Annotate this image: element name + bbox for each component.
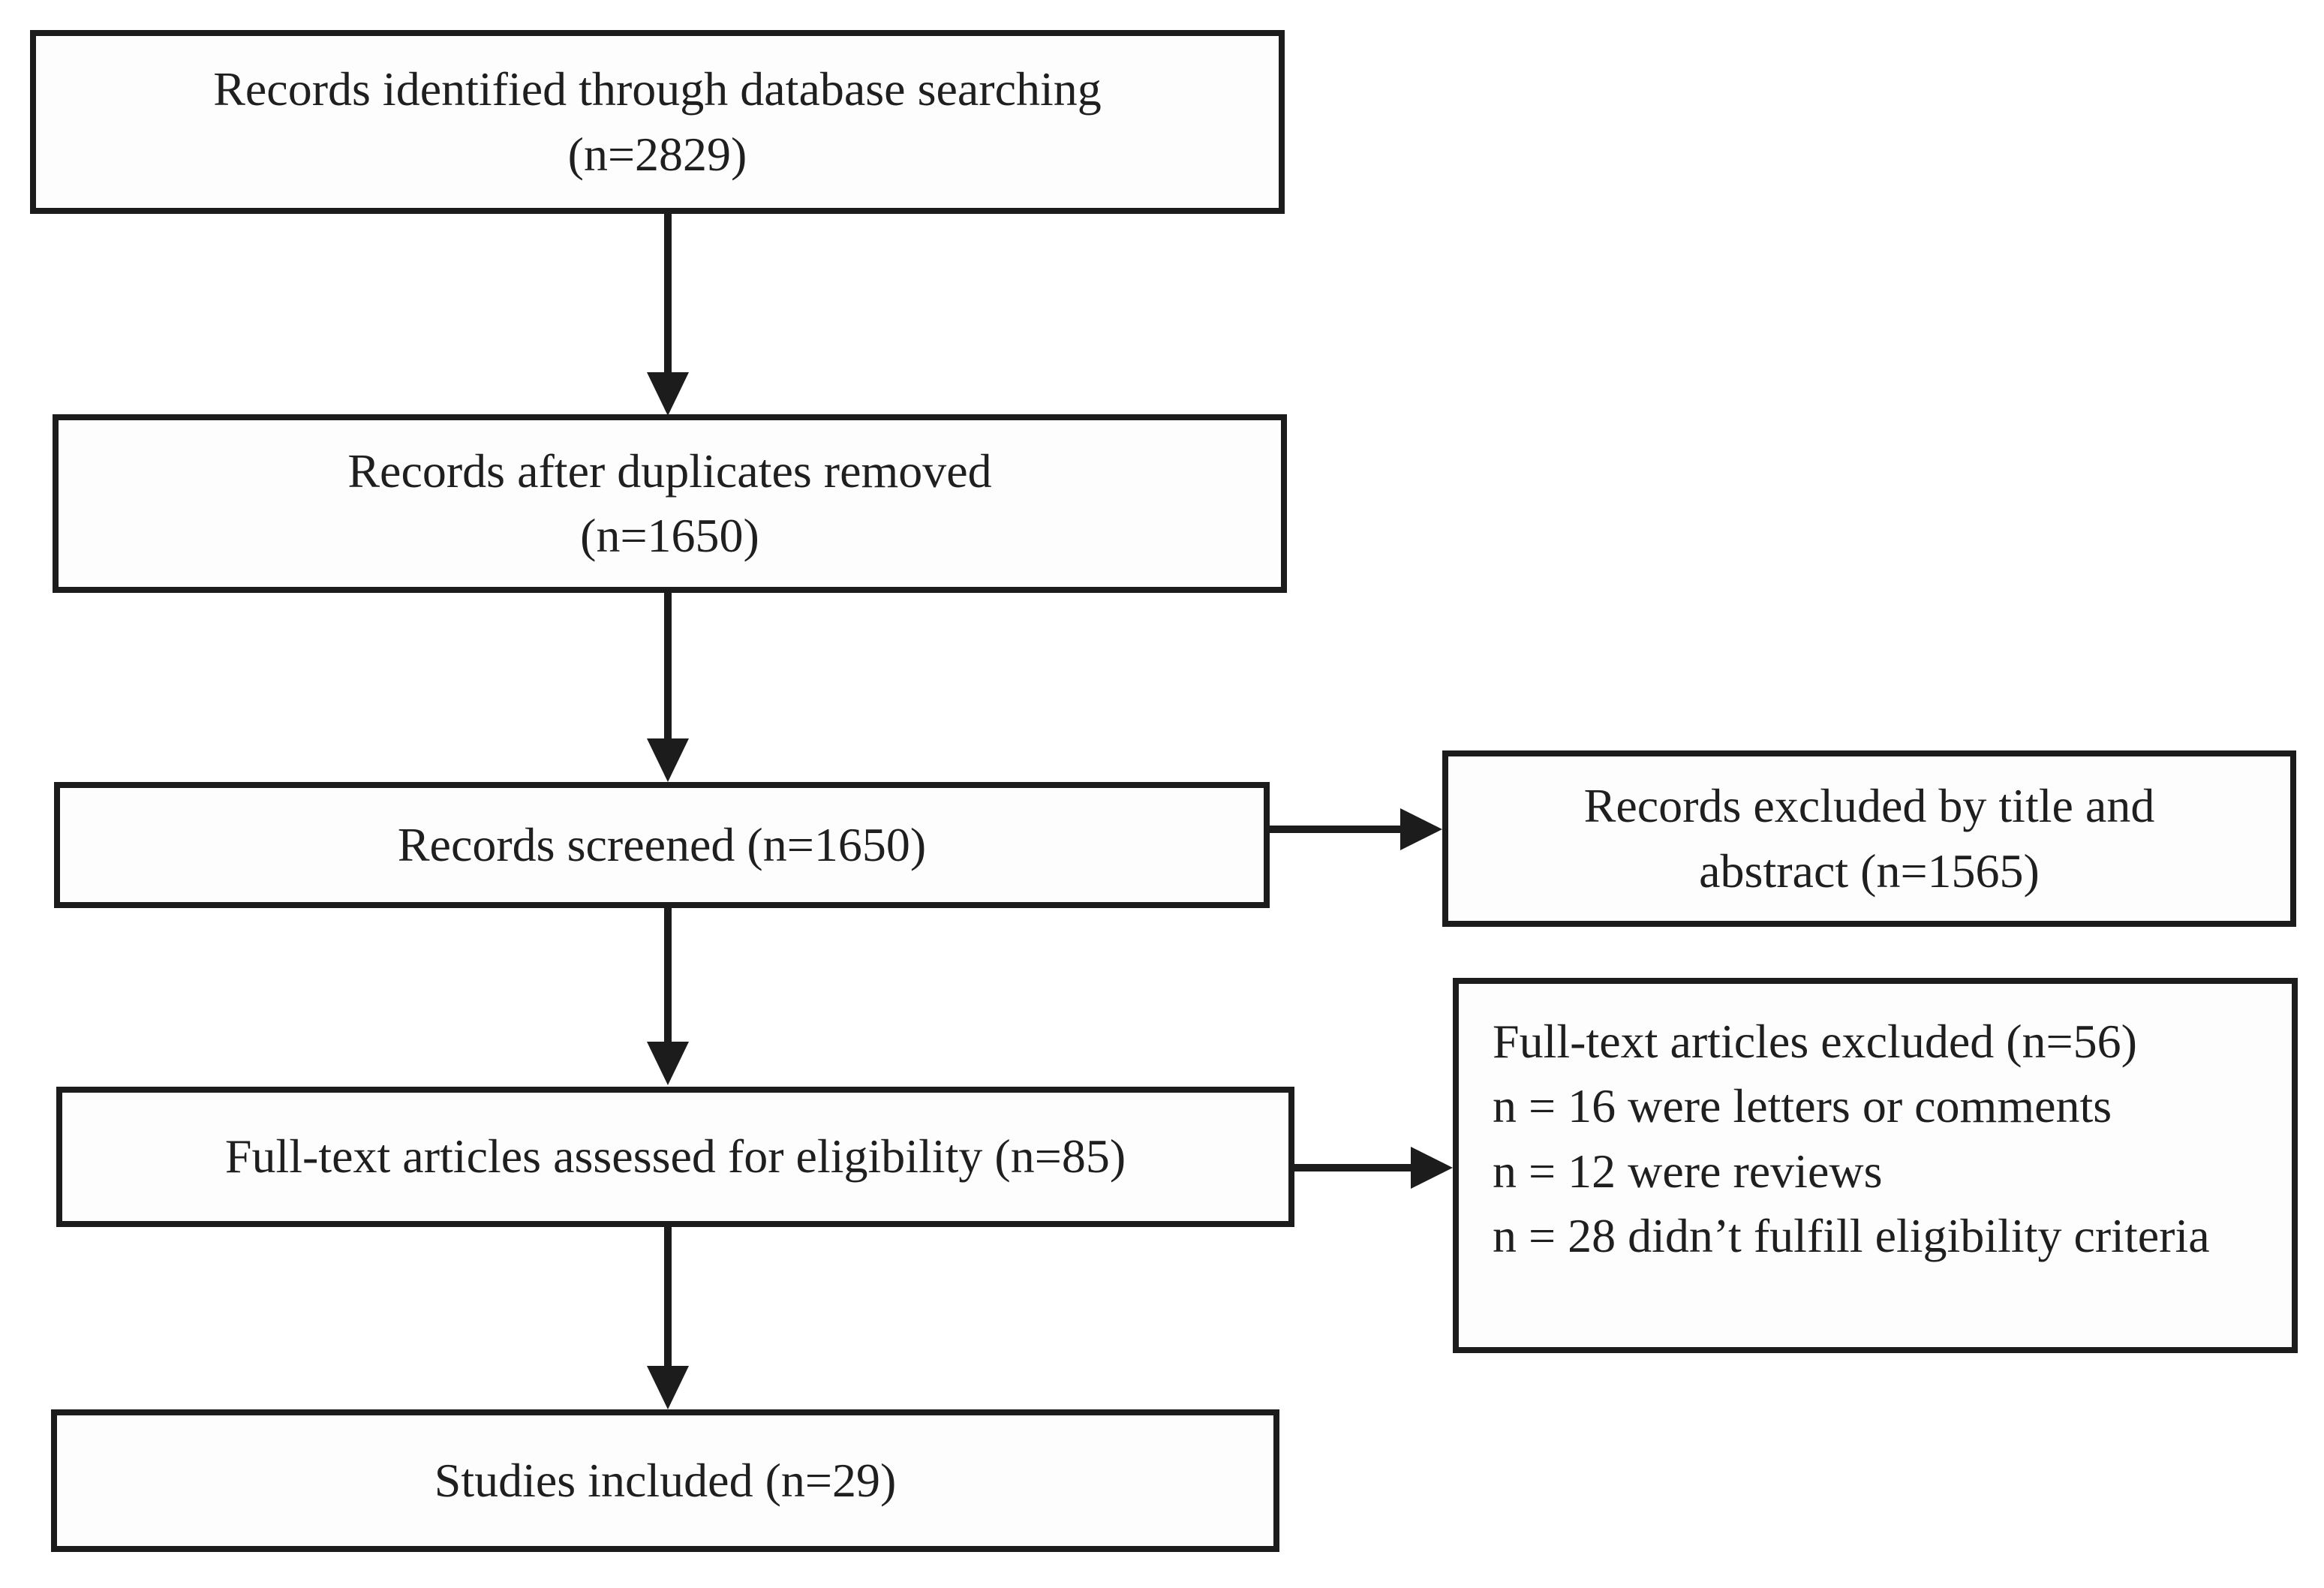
box-excluded-title-abstract-text1: Records excluded by title and: [1583, 779, 2155, 833]
arrow-line-identified-to-duplicates: [664, 214, 672, 375]
box-studies-included: Studies included (n=29): [51, 1409, 1279, 1552]
arrow-line-duplicates-to-screened: [664, 593, 672, 741]
box-fulltext-excluded-title: Full-text articles excluded (n=56): [1493, 1015, 2137, 1068]
box-duplicates-removed-text: Records after duplicates removed: [347, 444, 992, 498]
box-fulltext-assessed: Full-text articles assessed for eligibil…: [56, 1087, 1294, 1227]
arrow-head-fulltext-to-excluded: [1411, 1147, 1453, 1189]
box-records-identified-count: (n=2829): [567, 127, 747, 181]
box-fulltext-excluded-reason-letters: n = 16 were letters or comments: [1493, 1079, 2112, 1133]
arrow-head-identified-to-duplicates: [647, 372, 689, 416]
box-records-screened-text: Records screened (n=1650): [397, 817, 927, 871]
box-fulltext-excluded: Full-text articles excluded (n=56) n = 1…: [1453, 978, 2298, 1353]
box-excluded-title-abstract: Records excluded by title and abstract (…: [1442, 750, 2296, 927]
arrow-line-screened-to-excluded: [1270, 826, 1402, 833]
arrow-line-screened-to-fulltext: [664, 908, 672, 1045]
arrow-head-screened-to-excluded: [1400, 808, 1442, 850]
box-duplicates-removed-count: (n=1650): [580, 509, 759, 562]
arrow-head-fulltext-to-included: [647, 1366, 689, 1409]
box-studies-included-text: Studies included (n=29): [434, 1453, 897, 1507]
arrow-head-duplicates-to-screened: [647, 738, 689, 782]
box-records-identified-text: Records identified through database sear…: [213, 62, 1102, 116]
arrow-line-fulltext-to-excluded: [1294, 1164, 1412, 1171]
box-records-identified: Records identified through database sear…: [30, 30, 1285, 214]
box-fulltext-excluded-reason-reviews: n = 12 were reviews: [1493, 1144, 1883, 1198]
box-records-screened: Records screened (n=1650): [54, 782, 1270, 908]
arrow-head-screened-to-fulltext: [647, 1042, 689, 1085]
box-duplicates-removed: Records after duplicates removed (n=1650…: [53, 414, 1287, 593]
arrow-line-fulltext-to-included: [664, 1227, 672, 1370]
box-fulltext-assessed-text: Full-text articles assessed for eligibil…: [224, 1129, 1126, 1183]
box-excluded-title-abstract-text2: abstract (n=1565): [1699, 844, 2040, 898]
box-fulltext-excluded-reason-eligibility: n = 28 didn’t fulfill eligibility criter…: [1493, 1209, 2210, 1263]
